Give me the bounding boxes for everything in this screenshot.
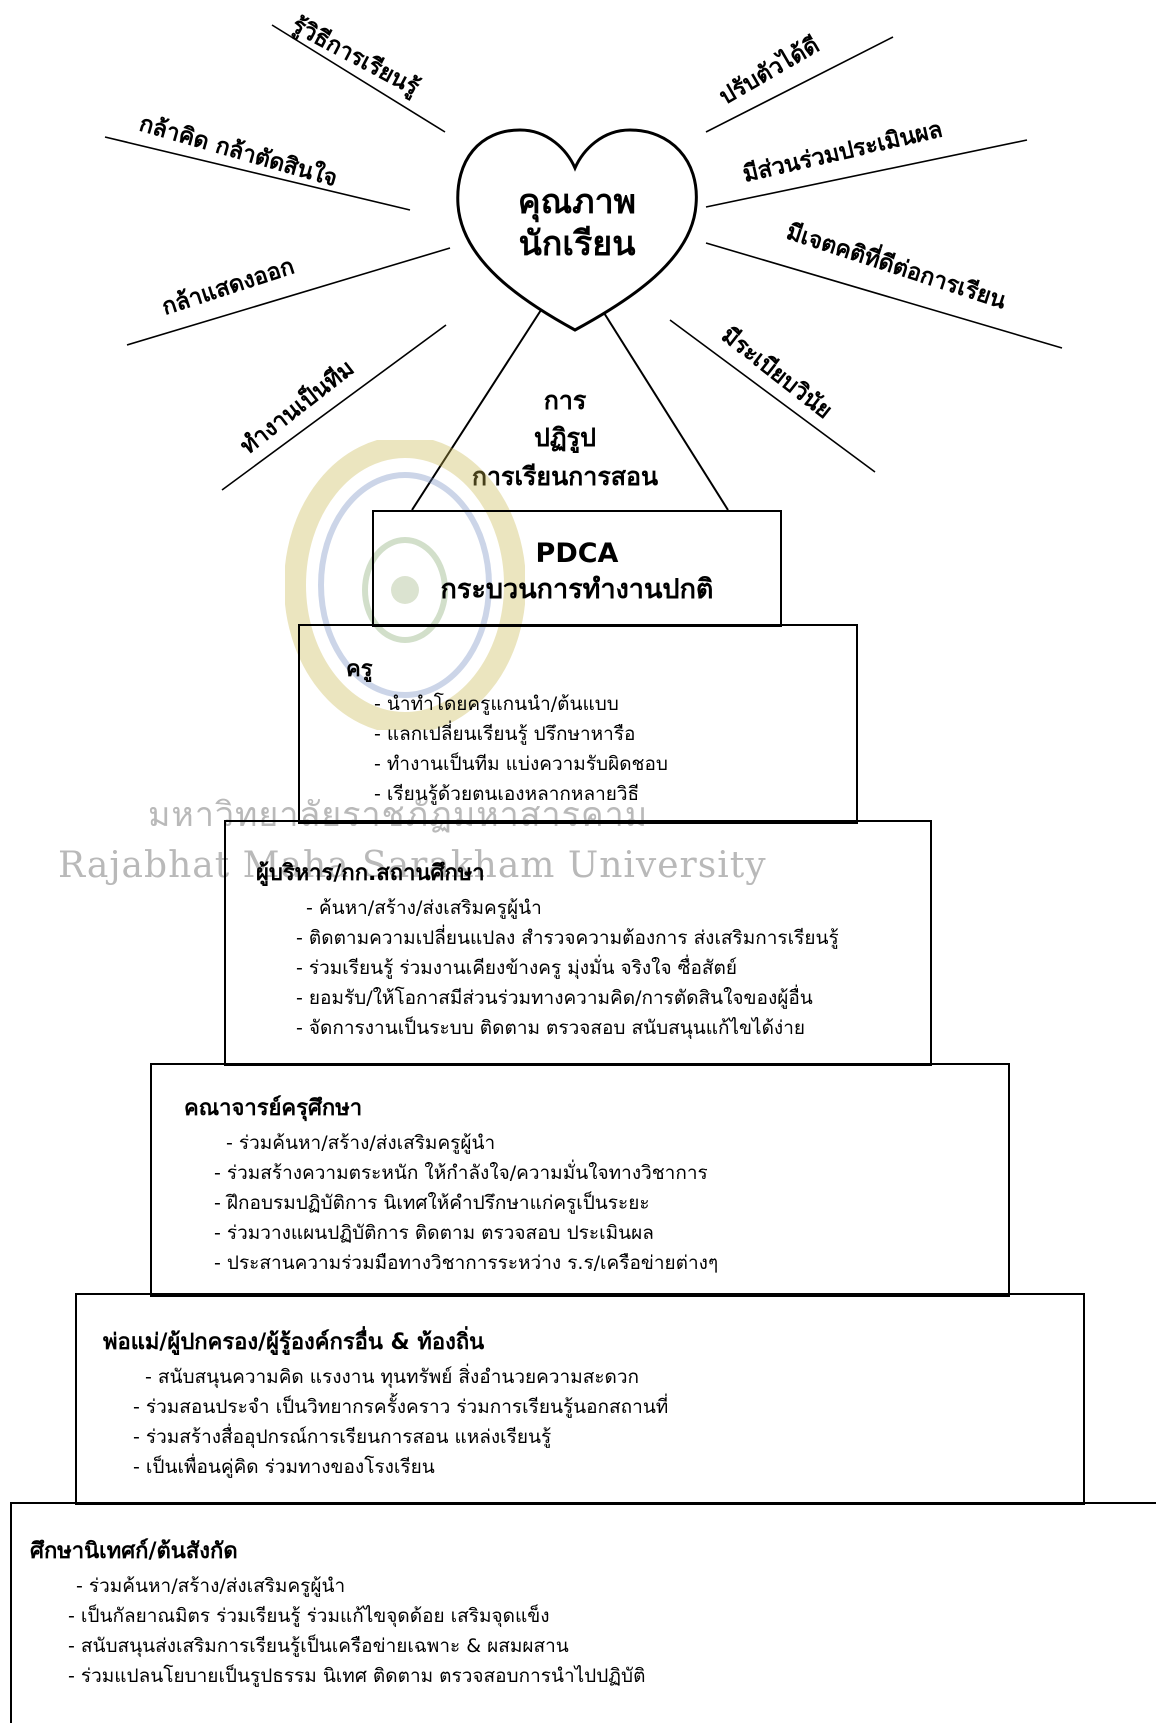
- level-box-supervision: ศึกษานิเทศก์/ต้นสังกัด ร่วมค้นหา/สร้าง/ส…: [10, 1502, 1156, 1723]
- level-title: ผู้บริหาร/กก.สถานศึกษา: [256, 861, 485, 886]
- ray-label-left-2: กล้าคิด กล้าตัดสินใจ: [136, 109, 340, 192]
- level-item: เป็นกัลยาณมิตร ร่วมเรียนรู้ ร่วมแก้ไขจุด…: [68, 1601, 1156, 1631]
- ray-label-left-1: รู้วิธีการเรียนรู้: [287, 12, 424, 102]
- level-item-list: นำทำโดยครูแกนนำ/ต้นแบบ แลกเปลี่ยนเรียนรู…: [346, 689, 856, 809]
- level-item-list: ร่วมค้นหา/สร้าง/ส่งเสริมครูผู้นำ เป็นกัล…: [30, 1571, 1156, 1691]
- level-item: ร่วมสร้างสื่ออุปกรณ์การเรียนการสอน แหล่ง…: [133, 1422, 1083, 1452]
- level-item: ค้นหา/สร้าง/ส่งเสริมครูผู้นำ: [296, 893, 930, 923]
- level-box-faculty: คณาจารย์ครุศึกษา ร่วมค้นหา/สร้าง/ส่งเสริ…: [150, 1063, 1010, 1297]
- reform-text-line3: การเรียนการสอน: [472, 462, 658, 491]
- level-item: ร่วมสอนประจำ เป็นวิทยากรครั้งคราว ร่วมกา…: [133, 1392, 1083, 1422]
- pdca-subtitle: กระบวนการทำงานปกติ: [440, 574, 714, 605]
- level-item: ร่วมค้นหา/สร้าง/ส่งเสริมครูผู้นำ: [68, 1571, 1156, 1601]
- level-item: เป็นเพื่อนคู่คิด ร่วมทางของโรงเรียน: [133, 1452, 1083, 1482]
- level-item: สนับสนุนส่งเสริมการเรียนรู้เป็นเครือข่าย…: [68, 1631, 1156, 1661]
- level-item: สนับสนุนความคิด แรงงาน ทุนทรัพย์ สิ่งอำน…: [133, 1362, 1083, 1392]
- level-box-administrators: ผู้บริหาร/กก.สถานศึกษา ค้นหา/สร้าง/ส่งเส…: [224, 820, 932, 1066]
- ray-line: [126, 247, 451, 346]
- level-title: ครู: [346, 657, 373, 682]
- level-title: พ่อแม่/ผู้ปกครอง/ผู้รู้องค์กรอื่น & ท้อง…: [103, 1330, 485, 1355]
- level-item: แลกเปลี่ยนเรียนรู้ ปรึกษาหารือ: [374, 719, 856, 749]
- heart-text-line1: คุณภาพ: [518, 182, 636, 223]
- level-item: ประสานความร่วมมือทางวิชาการระหว่าง ร.ร/เ…: [214, 1248, 1008, 1278]
- level-item: จัดการงานเป็นระบบ ติดตาม ตรวจสอบ สนับสนุ…: [296, 1013, 930, 1043]
- reform-text-line1: การ: [544, 386, 587, 415]
- ray-label-right-4: มีระเบียบวินัย: [716, 322, 836, 424]
- level-item: ร่วมแปลนโยบายเป็นรูปธรรม นิเทศ ติดตาม ตร…: [68, 1661, 1156, 1691]
- pdca-title: PDCA: [535, 538, 619, 569]
- ray-label-right-1: ปรับตัวได้ดี: [714, 31, 824, 111]
- level-item: ร่วมวางแผนปฏิบัติการ ติดตาม ตรวจสอบ ประเ…: [214, 1218, 1008, 1248]
- level-item-list: สนับสนุนความคิด แรงงาน ทุนทรัพย์ สิ่งอำน…: [103, 1362, 1083, 1482]
- watermark-english: Rajabhat Maha Sarakham University: [58, 845, 767, 886]
- ray-label-right-2: มีส่วนร่วมประเมินผล: [741, 117, 946, 188]
- heart-shape: [456, 128, 698, 332]
- ray-line: [705, 242, 1063, 349]
- level-title: คณาจารย์ครุศึกษา: [184, 1096, 363, 1121]
- level-box-parents: พ่อแม่/ผู้ปกครอง/ผู้รู้องค์กรอื่น & ท้อง…: [75, 1293, 1085, 1505]
- level-item: เรียนรู้ด้วยตนเองหลากหลายวิธี: [374, 779, 856, 809]
- pdca-box: PDCA กระบวนการทำงานปกติ: [372, 510, 782, 627]
- ray-line: [221, 324, 447, 491]
- level-item: ทำงานเป็นทีม แบ่งความรับผิดชอบ: [374, 749, 856, 779]
- ray-label-left-3: กล้าแสดงออก: [159, 253, 298, 320]
- ray-line: [705, 139, 1028, 208]
- level-item-list: ค้นหา/สร้าง/ส่งเสริมครูผู้นำ ติดตามความเ…: [256, 893, 930, 1043]
- reform-text-line2: ปฏิรูป: [534, 423, 596, 454]
- level-item: ติดตามความเปลี่ยนแปลง สำรวจความต้องการ ส…: [296, 923, 930, 953]
- level-item: ฝึกอบรมปฏิบัติการ นิเทศให้คำปรึกษาแก่ครู…: [214, 1188, 1008, 1218]
- level-item: นำทำโดยครูแกนนำ/ต้นแบบ: [374, 689, 856, 719]
- ray-line: [669, 319, 876, 473]
- level-item: ร่วมเรียนรู้ ร่วมงานเคียงข้างครู มุ่งมั่…: [296, 953, 930, 983]
- level-box-teacher: ครู นำทำโดยครูแกนนำ/ต้นแบบ แลกเปลี่ยนเรี…: [298, 624, 858, 824]
- ray-line: [705, 36, 894, 133]
- level-item: ร่วมค้นหา/สร้าง/ส่งเสริมครูผู้นำ: [214, 1128, 1008, 1158]
- ray-line: [104, 136, 411, 211]
- heart-text-line2: นักเรียน: [519, 224, 636, 264]
- level-item: ร่วมสร้างความตระหนัก ให้กำลังใจ/ความมั่น…: [214, 1158, 1008, 1188]
- level-item-list: ร่วมค้นหา/สร้าง/ส่งเสริมครูผู้นำ ร่วมสร้…: [184, 1128, 1008, 1278]
- ray-line: [271, 24, 446, 133]
- level-item: ยอมรับ/ให้โอกาสมีส่วนร่วมทางความคิด/การต…: [296, 983, 930, 1013]
- level-title: ศึกษานิเทศก์/ต้นสังกัด: [30, 1539, 238, 1564]
